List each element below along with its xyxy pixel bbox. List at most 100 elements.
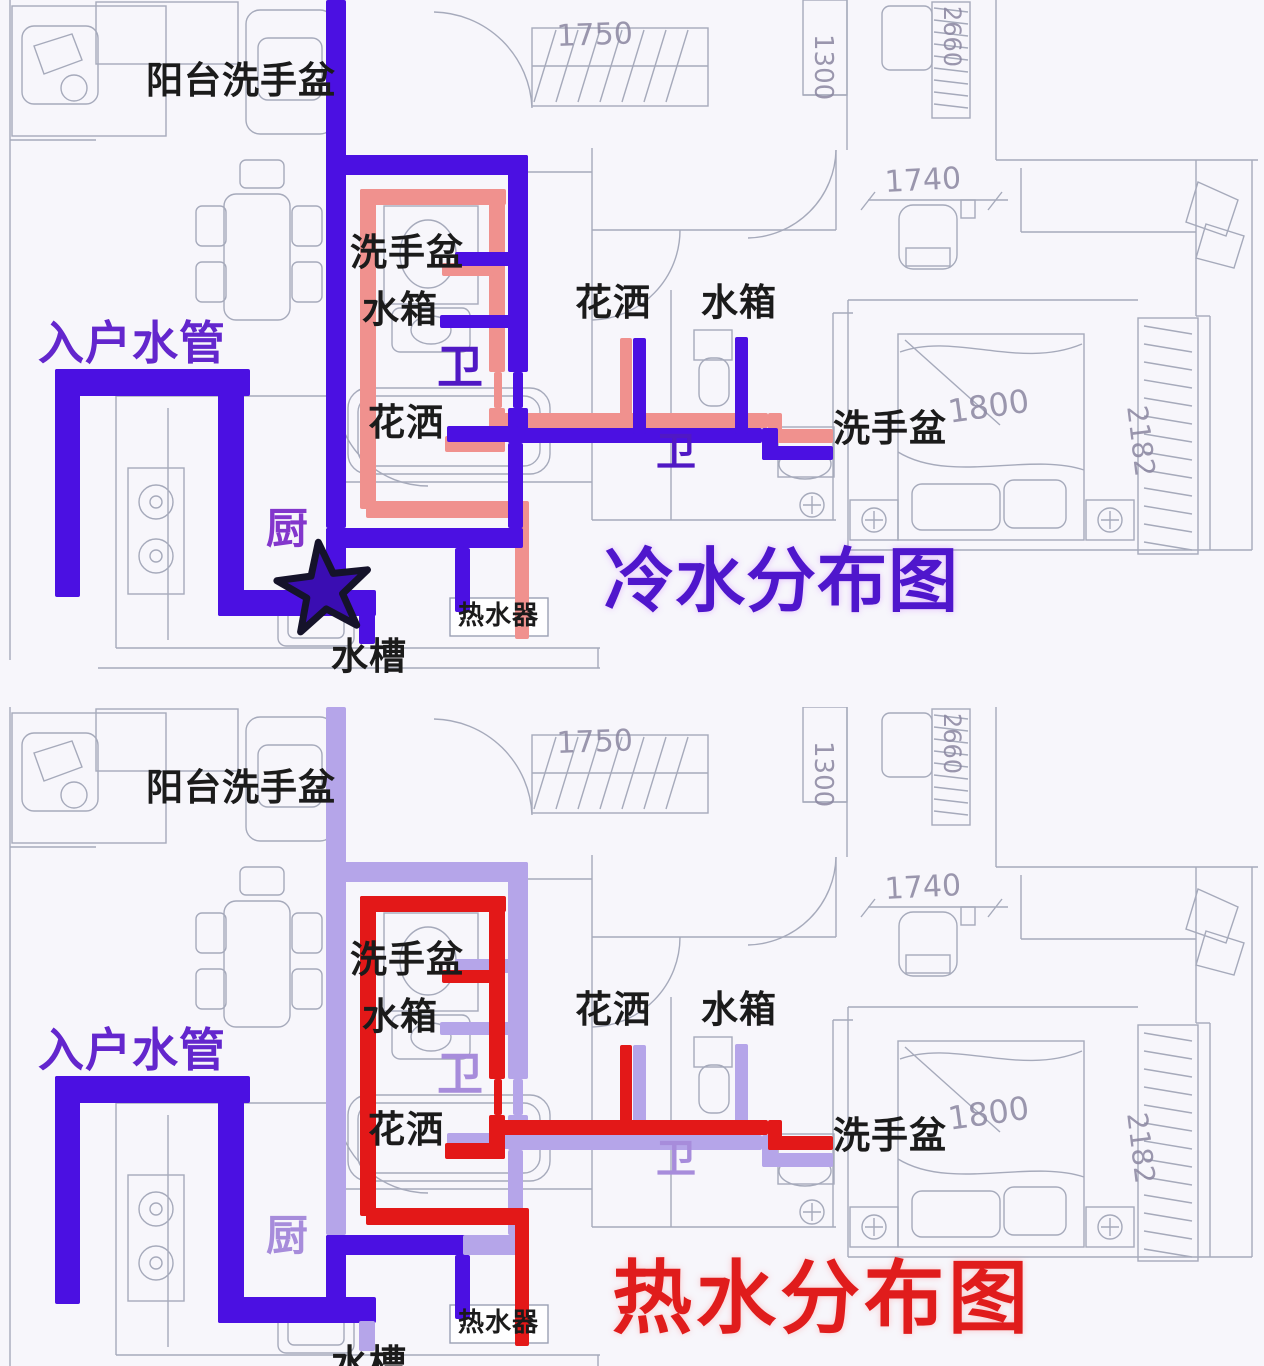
pipe-bath1-valve	[513, 372, 523, 408]
floorplan-lines	[9, 707, 1258, 1366]
pipe-shower2-hot	[620, 338, 632, 415]
pipe-entry-h	[55, 1076, 250, 1103]
dimension-top-wardrobe: 2660	[938, 713, 966, 775]
label-bath1: 卫	[437, 1047, 484, 1101]
pipe-hot-left-v	[360, 189, 376, 509]
pipe-shower2-branch	[633, 1045, 646, 1141]
label-bath2: 卫	[656, 1136, 697, 1182]
pipe-basin1-stub	[455, 252, 510, 266]
label-basin-bath2: 洗手盆	[833, 1114, 947, 1157]
pipe-riser-high	[326, 0, 346, 528]
label-kitchen: 厨	[266, 504, 310, 553]
label-entry-pipe: 入户水管	[38, 316, 226, 370]
pipe-riser-high	[326, 707, 346, 1235]
dimension-hallway: 1740	[883, 161, 962, 200]
label-basin-bath2: 洗手盆	[833, 407, 947, 450]
pipe-hot-h	[366, 501, 521, 518]
label-tank-bath2: 水箱	[701, 281, 777, 324]
hot-pipes-active	[360, 896, 833, 1346]
hot-water-distribution-drawing	[9, 707, 1258, 1366]
panel-title-hot: 热水分布图	[612, 1252, 1032, 1345]
pipe-hot-main-bath2	[489, 1120, 768, 1135]
pipe-sink-drop	[359, 614, 375, 644]
pipe-basin1-stub-hot	[442, 970, 494, 983]
label-balcony-basin: 阳台洗手盆	[146, 766, 336, 809]
dimension-top-wardrobe: 2660	[938, 6, 966, 68]
dimension-closet: 1750	[555, 723, 634, 761]
dimension-entry-wall: 1300	[808, 741, 838, 808]
pipe-sink-drop	[359, 1321, 375, 1351]
pipe-balcony-branch	[326, 155, 528, 175]
dimension-entry-wall: 1300	[808, 34, 838, 101]
pipe-main-bath2	[508, 1135, 762, 1150]
pipe-loop-valve	[494, 372, 502, 408]
label-bath1: 卫	[437, 340, 484, 394]
cold-pipes-faded	[55, 707, 833, 1351]
label-entry-pipe: 入户水管	[38, 1023, 226, 1077]
pipe-basin1-stub-hot	[442, 263, 494, 276]
pipe-hot-h	[366, 1208, 521, 1225]
label-sink: 水槽	[331, 1342, 407, 1366]
label-shower-bath2: 花洒	[575, 988, 651, 1031]
pipe-jog-h	[762, 446, 833, 460]
pipe-bath1-right	[508, 862, 528, 1079]
cold-water-distribution-drawing	[9, 0, 1258, 669]
pipe-loop-top	[360, 189, 506, 205]
label-bath2: 卫	[656, 429, 697, 475]
label-tank-bath2: 水箱	[701, 988, 777, 1031]
cold-pipes-active	[55, 0, 833, 644]
pipe-bath1-right	[508, 155, 528, 372]
pipe-feeder-h	[326, 528, 470, 548]
pipe-loop-valve	[494, 1079, 502, 1115]
pipe-balcony-branch	[326, 862, 528, 882]
pipe-feeder-h2	[463, 1235, 523, 1255]
dimension-wardrobe: 2182	[1120, 1110, 1162, 1186]
pipe-loop-top	[360, 896, 506, 912]
pipe-heater-drop	[455, 548, 470, 612]
label-sink: 水槽	[331, 635, 407, 678]
pipe-heater-drop	[455, 1255, 470, 1319]
dimension-closet: 1750	[555, 16, 634, 54]
pipe-entry-h	[55, 369, 250, 396]
label-basin-bath1: 洗手盆	[350, 938, 464, 981]
label-balcony-basin: 阳台洗手盆	[146, 59, 336, 102]
pipe-feeder-h	[326, 1235, 470, 1255]
pipe-hot-jog-h	[768, 429, 833, 443]
pipe-tank2-branch	[735, 337, 748, 434]
label-shower-bath2: 花洒	[575, 281, 651, 324]
floorplan-lines	[9, 0, 1258, 669]
pipe-jog-h	[762, 1153, 833, 1167]
pipe-shower1-stub	[447, 426, 518, 442]
pipe-loop-right	[489, 896, 505, 1079]
pipe-bottom-run	[218, 1297, 376, 1323]
label-water-heater: 热水器	[458, 601, 540, 631]
pipe-bath1-valve	[513, 1079, 523, 1115]
pipe-tank2-branch	[735, 1044, 748, 1141]
pipe-entry-left-v	[55, 369, 80, 597]
dimension-wardrobe: 2182	[1120, 403, 1162, 479]
label-shower-bath1: 花洒	[368, 401, 444, 444]
pipe-hot-left-v	[360, 896, 376, 1216]
pipe-shower2-branch	[633, 338, 646, 434]
dimension-hallway: 1740	[883, 868, 962, 907]
pipe-tank1-stub	[440, 315, 510, 328]
pipe-entry-right-v	[218, 369, 244, 616]
label-kitchen: 厨	[266, 1211, 310, 1260]
label-tank-bath1: 水箱	[362, 995, 438, 1038]
label-basin-bath1: 洗手盆	[350, 231, 464, 274]
pipe-loop-bottom	[445, 1143, 505, 1159]
label-water-heater: 热水器	[458, 1308, 540, 1338]
pipe-hot-main-bath2	[489, 413, 768, 428]
pipe-entry-left-v	[55, 1076, 80, 1304]
pipe-feeder-v	[508, 443, 523, 528]
panel-title-cold: 冷水分布图	[604, 540, 959, 622]
pipe-heater-rise	[515, 1208, 529, 1346]
pipe-feeder-h2	[463, 528, 523, 548]
label-shower-bath1: 花洒	[368, 1108, 444, 1151]
pipe-loop-right	[489, 189, 505, 372]
label-tank-bath1: 水箱	[362, 288, 438, 331]
